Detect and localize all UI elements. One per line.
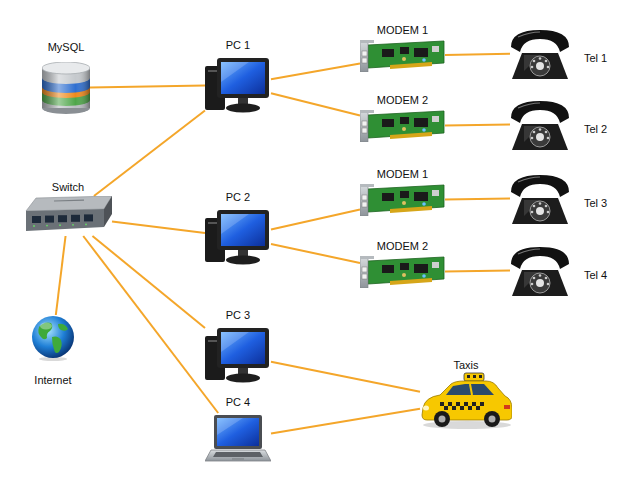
modem-card-icon — [360, 110, 444, 142]
connection-line — [271, 63, 360, 79]
modem-node: MODEM 2 — [360, 256, 445, 288]
telephone-node: Tel 2 — [510, 96, 570, 152]
connection-line — [445, 269, 510, 272]
node-label: Tel 1 — [584, 52, 607, 65]
connection-line — [445, 54, 510, 55]
computer-node: PC 2 — [205, 208, 271, 266]
modem-card-icon — [360, 40, 444, 72]
node-label: MODEM 1 — [377, 168, 428, 181]
connection-line — [271, 362, 420, 392]
globe-icon — [32, 316, 74, 361]
node-label: MODEM 2 — [377, 240, 428, 253]
modem-card-icon — [360, 184, 444, 216]
laptop-icon — [205, 415, 271, 461]
connection-line — [271, 409, 420, 434]
node-label: MySQL — [48, 41, 85, 54]
connection-line — [445, 197, 510, 200]
taxi-icon — [422, 373, 512, 429]
connection-line — [445, 123, 510, 126]
desktop-icon — [205, 328, 269, 383]
modem-card-icon — [360, 256, 444, 288]
internet-node: Internet — [30, 315, 76, 361]
switch-node: Switch — [24, 196, 112, 236]
computer-node: PC 3 — [205, 326, 271, 384]
connection-line — [56, 236, 66, 315]
node-label: PC 3 — [226, 309, 250, 322]
database-icon — [42, 62, 90, 114]
laptop-node: PC 4 — [205, 413, 271, 465]
modem-node: MODEM 1 — [360, 40, 445, 72]
node-label: Taxis — [453, 359, 478, 372]
node-label: MODEM 2 — [377, 94, 428, 107]
connection-line — [92, 236, 205, 328]
telephone-node: Tel 1 — [510, 25, 570, 81]
modem-node: MODEM 1 — [360, 184, 445, 216]
database-node: MySQL — [42, 62, 90, 114]
connection-line — [94, 110, 205, 196]
switch-icon — [26, 196, 112, 231]
connection-line — [271, 93, 360, 115]
node-label: PC 1 — [226, 39, 250, 52]
node-label: Tel 4 — [584, 269, 607, 282]
node-label: MODEM 1 — [377, 24, 428, 37]
node-label: PC 2 — [226, 191, 250, 204]
node-label: Internet — [34, 374, 71, 387]
telephone-node: Tel 3 — [510, 170, 570, 226]
telephone-icon — [511, 30, 569, 79]
connection-line — [83, 236, 218, 413]
connection-line — [112, 221, 205, 232]
taxi-node: Taxis — [420, 372, 512, 430]
connection-line — [271, 244, 360, 263]
node-label: Tel 2 — [584, 123, 607, 136]
desktop-icon — [205, 58, 269, 113]
connection-line — [90, 86, 205, 88]
modem-node: MODEM 2 — [360, 110, 445, 142]
telephone-node: Tel 4 — [510, 242, 570, 298]
node-label: Switch — [52, 181, 84, 194]
desktop-icon — [205, 210, 269, 265]
connection-line — [271, 210, 360, 230]
node-label: PC 4 — [226, 396, 250, 409]
telephone-icon — [511, 101, 569, 150]
telephone-icon — [511, 247, 569, 296]
computer-node: PC 1 — [205, 56, 271, 114]
node-label: Tel 3 — [584, 197, 607, 210]
telephone-icon — [511, 175, 569, 224]
